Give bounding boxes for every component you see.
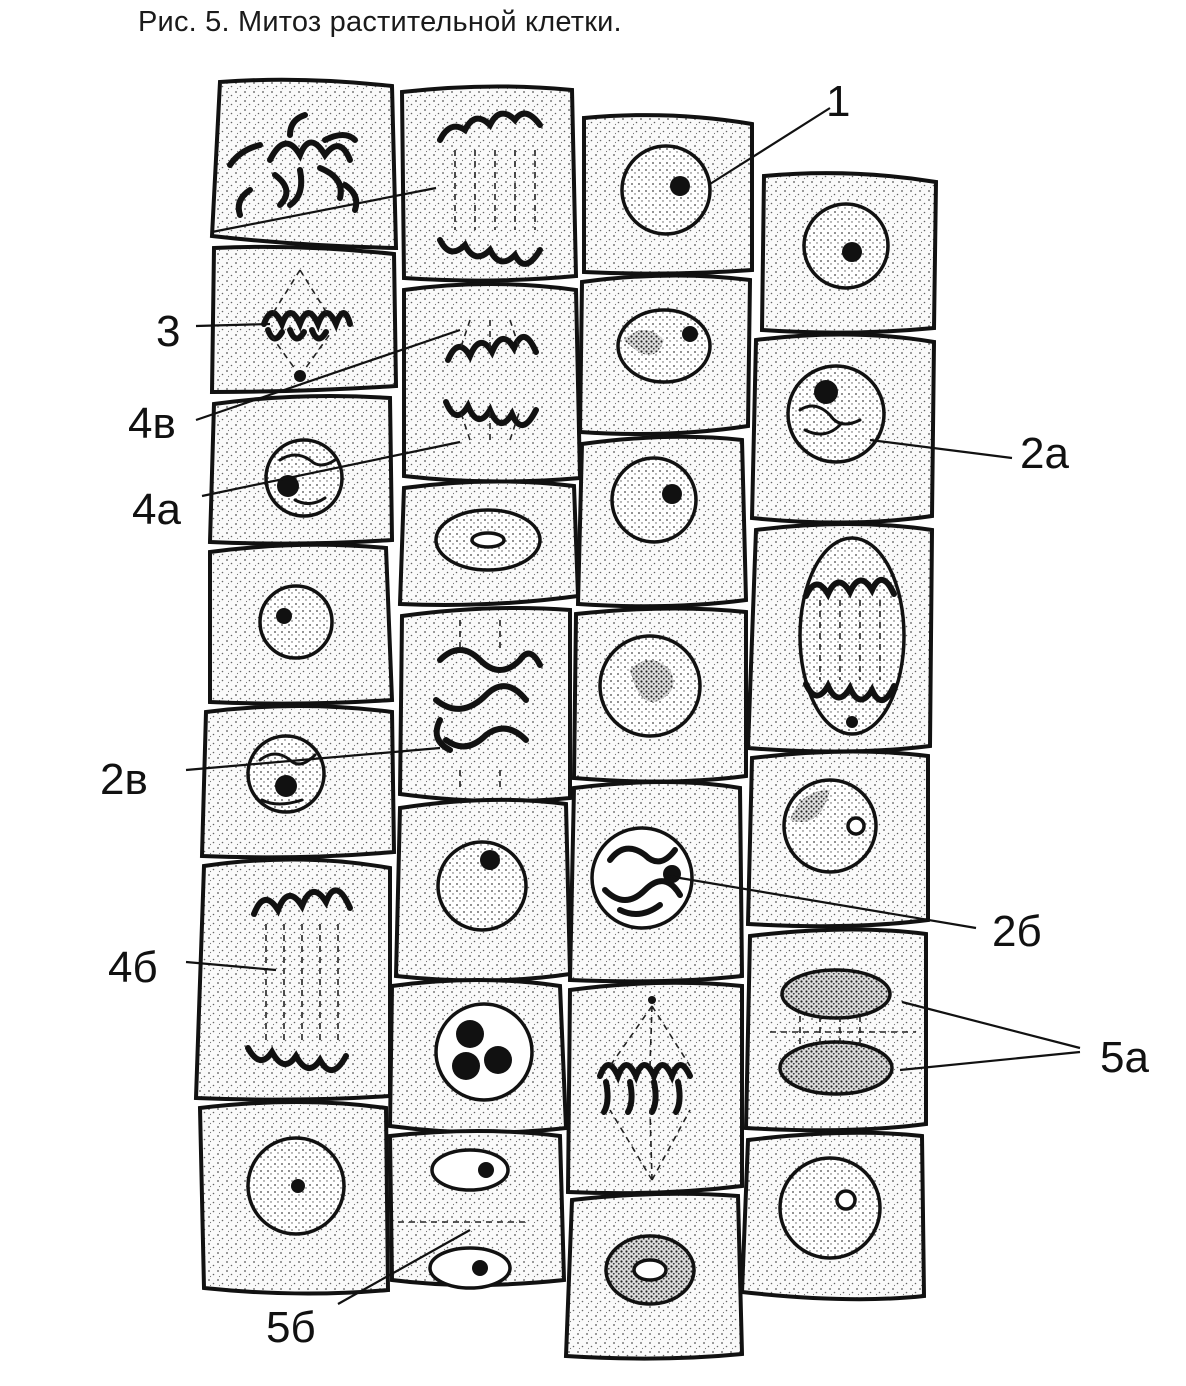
interphase-nucleus [436, 840, 528, 932]
metaphase-cell [597, 996, 693, 1181]
early-anaphase [443, 319, 539, 441]
label-2v: 2в [100, 755, 148, 804]
interphase-nucleus [258, 584, 334, 660]
late-prophase-chromosomes [433, 620, 543, 790]
figure-caption: Рис. 5. Митоз растительной клетки. [138, 6, 622, 38]
prophase-nucleus [264, 438, 344, 518]
telophase-cell [770, 968, 916, 1096]
telophase-cell [398, 1148, 530, 1290]
cell-contents [227, 110, 916, 1306]
early-prophase-nucleus [786, 364, 886, 464]
spindle-cell [798, 536, 906, 736]
cell [397, 606, 572, 804]
anaphase-cell [437, 110, 543, 267]
cell [402, 282, 583, 484]
label-4a: 4а [132, 485, 181, 534]
interphase-nucleus [610, 456, 698, 544]
metaphase-plate [261, 269, 353, 382]
prophase-nucleus [246, 734, 326, 814]
label-2b: 2б [992, 907, 1042, 956]
label-4b: 4б [108, 943, 158, 992]
anaphase-spindle [245, 887, 353, 1073]
label-5a: 5а [1100, 1033, 1149, 1082]
label-4v: 4в [128, 399, 176, 448]
label-2a: 2а [1020, 429, 1069, 478]
cell [743, 927, 928, 1133]
label-3: 3 [156, 307, 180, 356]
interphase-nucleus [620, 144, 712, 236]
label-5b: 5б [266, 1303, 316, 1352]
interphase-nucleus [778, 1156, 882, 1260]
pointer-lines [185, 107, 1081, 1305]
prophase-nucleus [434, 1002, 534, 1102]
cell [209, 77, 399, 251]
chromosome-cluster [227, 112, 360, 218]
label-1: 1 [826, 77, 850, 126]
